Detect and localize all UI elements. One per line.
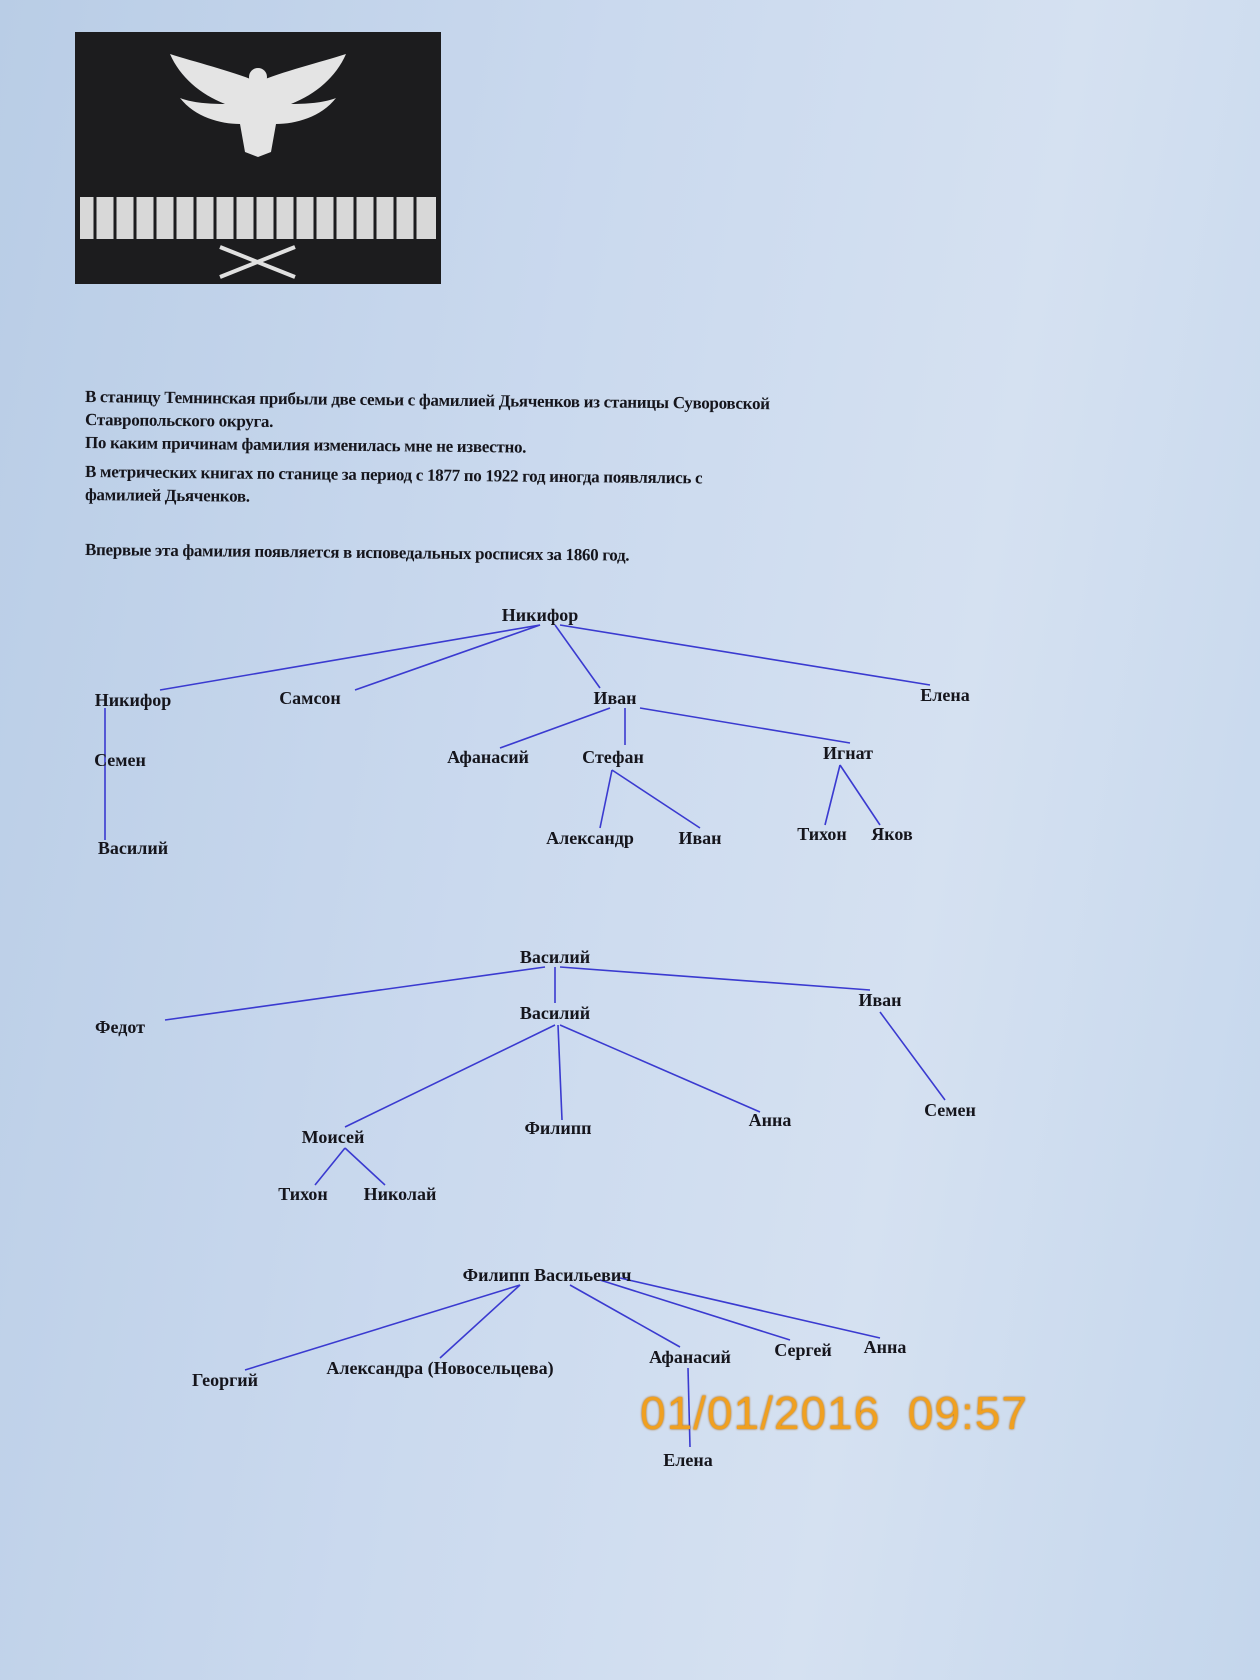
tree-node: Василий [97,838,169,858]
tree-node: Тихон [797,824,847,844]
tree-node: Никифор [94,690,172,710]
tree-node: Анна [748,1110,792,1130]
eagle-icon [170,54,346,157]
tree-node: Яков [871,824,913,844]
tree-node: Никифор [501,605,579,625]
crossed-sabers-icon [219,245,296,279]
tree-node: Георгий [192,1370,258,1390]
tree-node: Елена [663,1450,713,1470]
tree-node: Самсон [279,688,341,708]
tree-node: Моисей [301,1127,365,1147]
tree-node: Афанасий [649,1347,731,1367]
tree-node: Афанасий [447,747,529,767]
tree-node: Игнат [823,743,873,763]
tree-node: Тихон [278,1184,328,1204]
tree-node: Семен [924,1100,976,1120]
cossack-emblem [75,32,441,284]
tree-node: Филипп [524,1118,592,1138]
tree-node: Николай [363,1184,437,1204]
tree-node: Иван [858,990,902,1010]
tree-node: Елена [920,685,970,705]
fence-band [80,197,436,239]
tree-node: Филипп Васильевич [462,1265,632,1285]
tree-node: Василий [519,947,591,967]
tree-node: Иван [593,688,637,708]
tree-node: Александра (Новосельцева) [326,1358,554,1378]
tree-node: Иван [678,828,722,848]
tree-node: Василий [519,1003,591,1023]
tree-node: Стефан [582,747,644,767]
tree-node: Сергей [774,1340,832,1360]
tree-node: Анна [863,1337,907,1357]
tree-node: Семен [94,750,146,770]
tree-node: Федот [95,1017,145,1037]
tree-node: Александр [546,828,634,848]
photo-timestamp: 01/01/2016 09:57 [640,1387,1028,1439]
